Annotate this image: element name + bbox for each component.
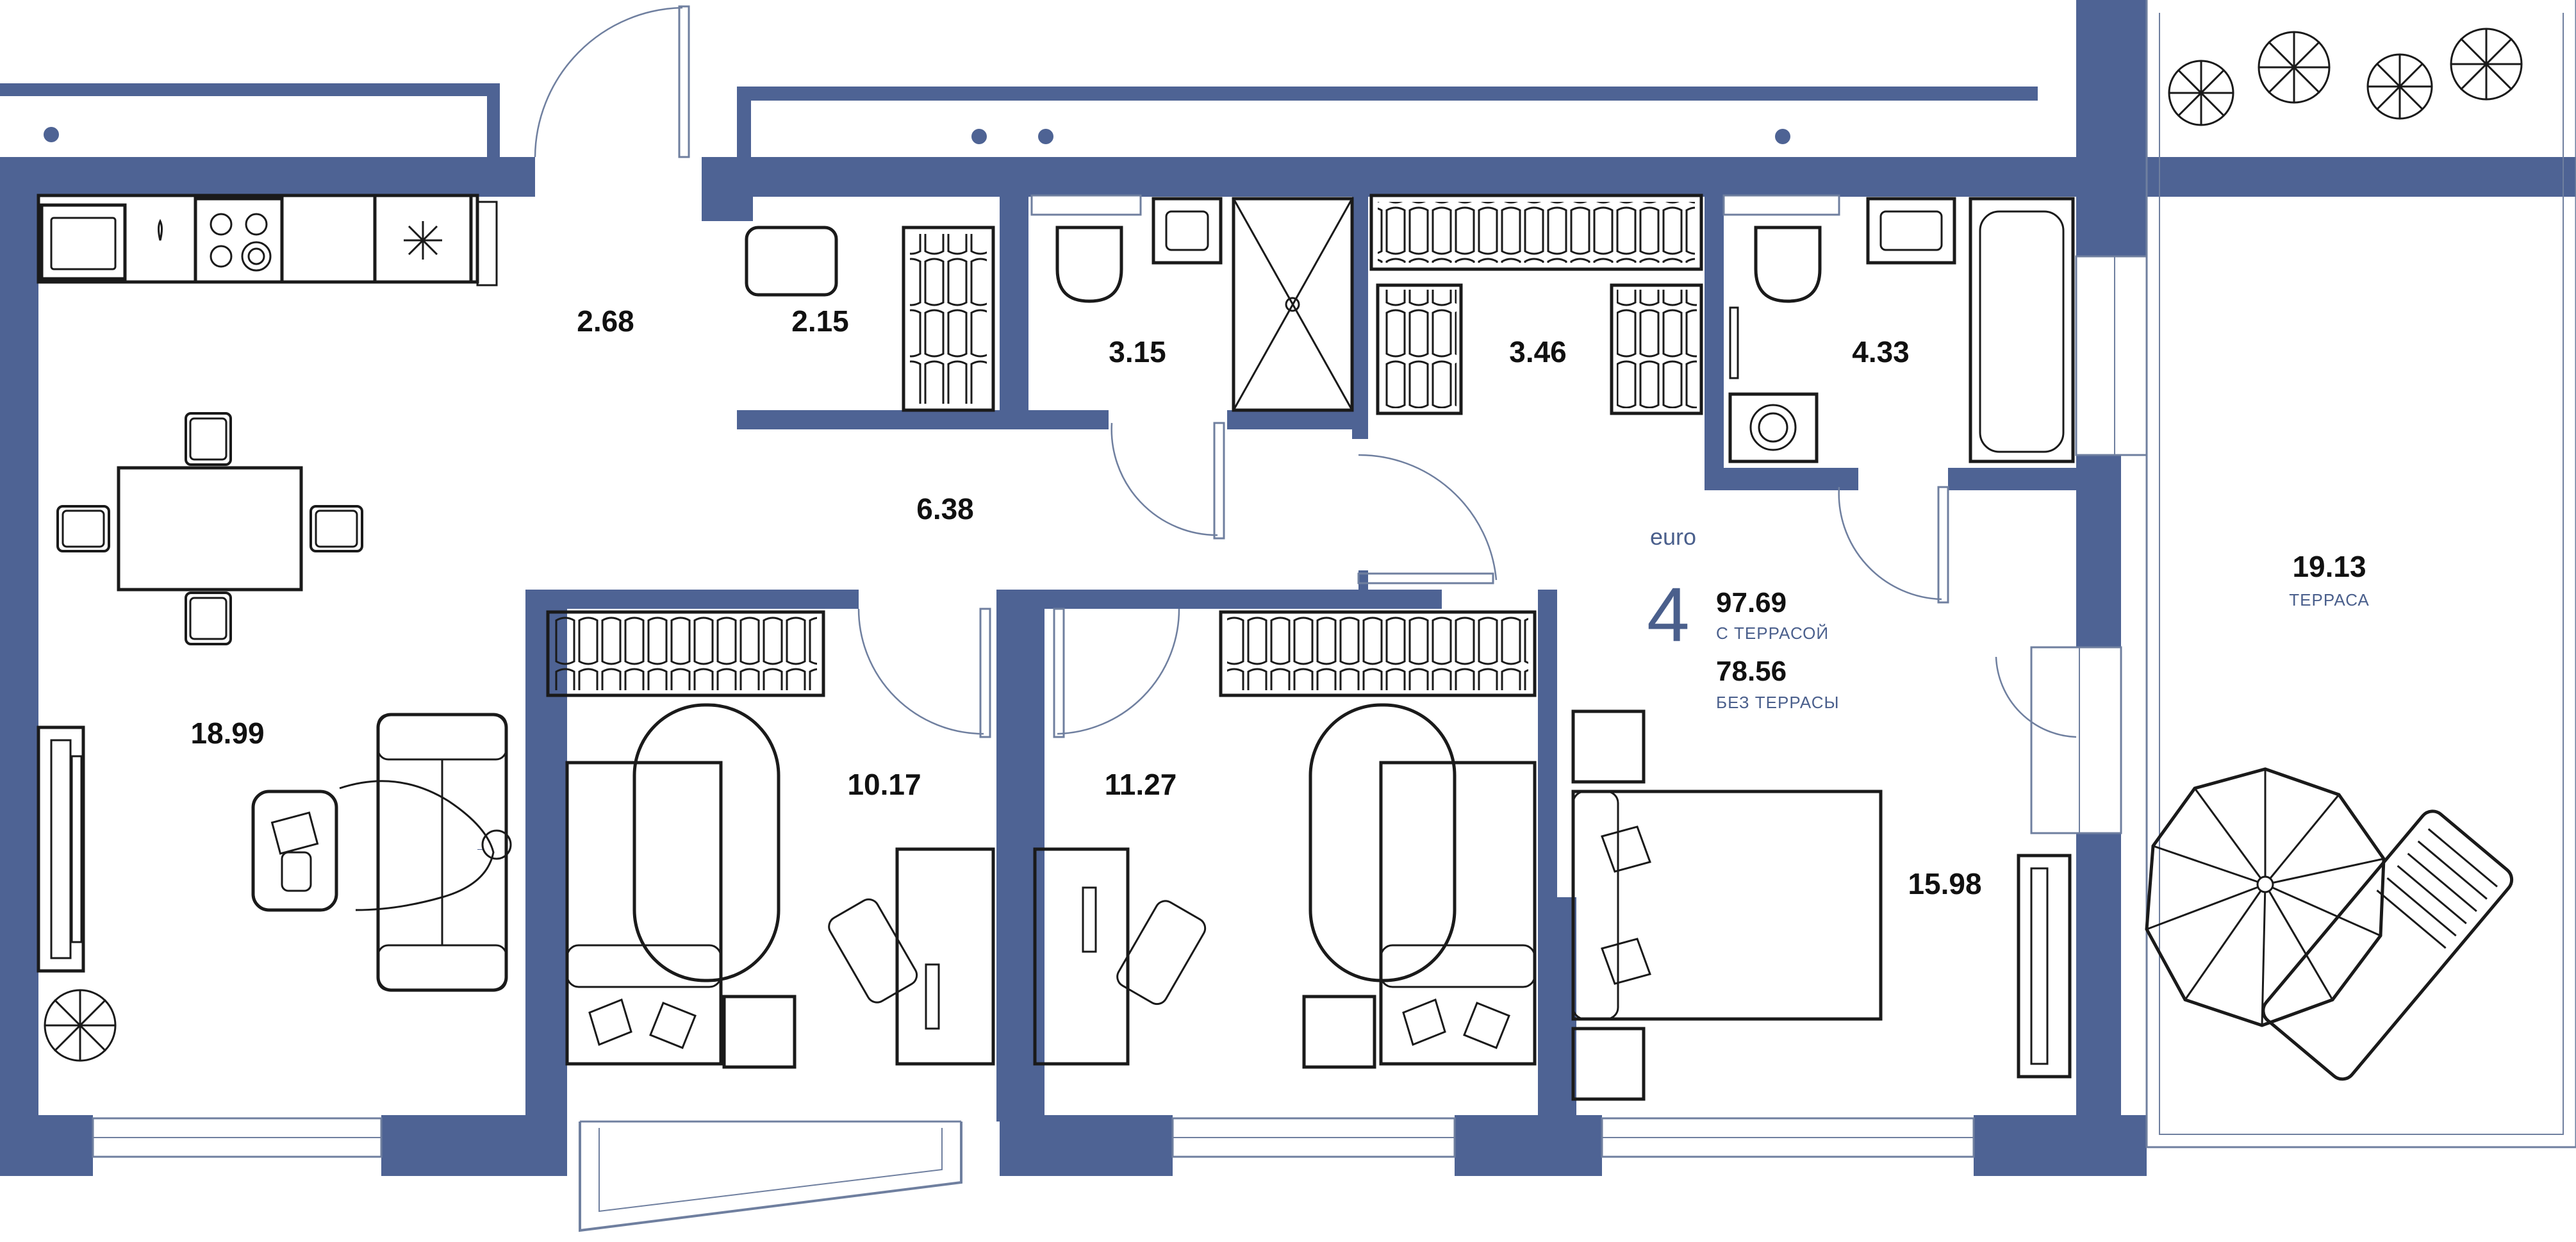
laundry-fixtures <box>1369 194 1703 415</box>
apartment-summary: euro 4 97.69 С ТЕРРАСОЙ 78.56 БЕЗ ТЕРРАС… <box>1647 524 1840 712</box>
terrace-label: ТЕРРАСА <box>2289 590 2370 609</box>
snowflake-icon <box>404 221 442 260</box>
sun-lounger <box>2261 809 2514 1081</box>
without-terrace-label: БЕЗ ТЕРРАСЫ <box>1716 693 1840 712</box>
plant-icon <box>44 989 117 1062</box>
room-area-storage: 2.15 <box>791 304 849 338</box>
terrace <box>2145 0 2576 1148</box>
terrace-plants <box>2168 28 2523 126</box>
room-area-bedroom-1: 10.17 <box>847 768 921 801</box>
room-area-entrance: 2.68 <box>577 304 634 338</box>
windows <box>92 255 2148 1232</box>
parasol <box>2145 767 2386 1027</box>
dining-table <box>56 412 363 645</box>
wall-markers <box>44 127 1790 144</box>
master-bedroom-furniture <box>1571 709 2072 1101</box>
kitchen-counter <box>37 194 498 286</box>
room-area-laundry: 3.46 <box>1509 335 1567 368</box>
room-area-hallway: 6.38 <box>916 492 974 526</box>
room-area-kitchen-living: 18.99 <box>190 716 264 750</box>
rooms-count: 4 <box>1647 572 1690 658</box>
tv-stand <box>37 725 85 973</box>
bathroom-small-fixtures <box>1030 194 1354 412</box>
with-terrace-label: С ТЕРРАСОЙ <box>1716 624 1829 643</box>
room-area-terrace: 19.13 <box>2292 550 2366 583</box>
area-with-terrace: 97.69 <box>1716 587 1787 618</box>
room-area-master-bedroom: 15.98 <box>1908 867 1981 900</box>
bedroom-1-furniture <box>546 610 995 1069</box>
area-without-terrace: 78.56 <box>1716 656 1787 687</box>
room-area-bedroom-2: 11.27 <box>1105 768 1177 801</box>
doors <box>534 5 2077 738</box>
sofa-living <box>251 713 512 992</box>
bathroom-large-fixtures <box>1722 194 2075 463</box>
room-area-bathroom-small: 3.15 <box>1109 335 1166 368</box>
walls <box>0 0 2576 1176</box>
apartment-type-label: euro <box>1650 524 1696 550</box>
storage-furniture <box>745 226 995 412</box>
bedroom-2-furniture <box>1033 610 1537 1069</box>
room-area-bathroom-large: 4.33 <box>1852 335 1910 368</box>
